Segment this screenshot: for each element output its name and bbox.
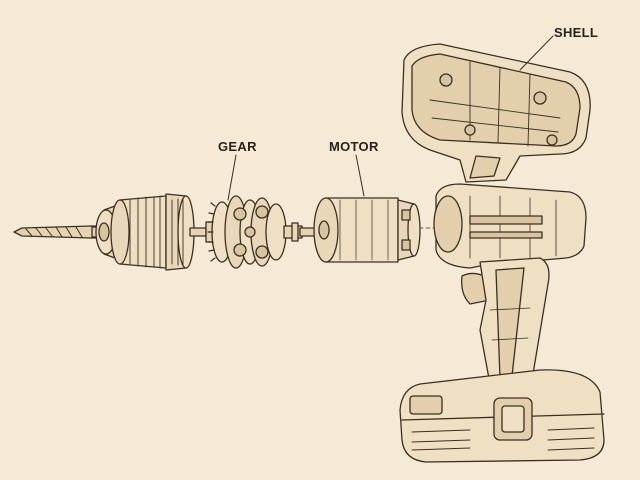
gear-label: GEAR — [218, 139, 257, 154]
drill-chuck — [95, 193, 207, 271]
upper-shell-half — [401, 43, 591, 183]
motor — [299, 197, 421, 263]
drill-bit — [13, 225, 107, 239]
motor-leader-line — [355, 154, 365, 197]
lower-shell-body — [433, 183, 587, 385]
shell-leader-line — [519, 35, 554, 71]
battery-pack — [399, 369, 605, 463]
motor-label: MOTOR — [329, 139, 379, 154]
gear-leader-line — [227, 154, 237, 201]
gear-assembly — [205, 195, 303, 269]
shell-label: SHELL — [554, 25, 599, 40]
